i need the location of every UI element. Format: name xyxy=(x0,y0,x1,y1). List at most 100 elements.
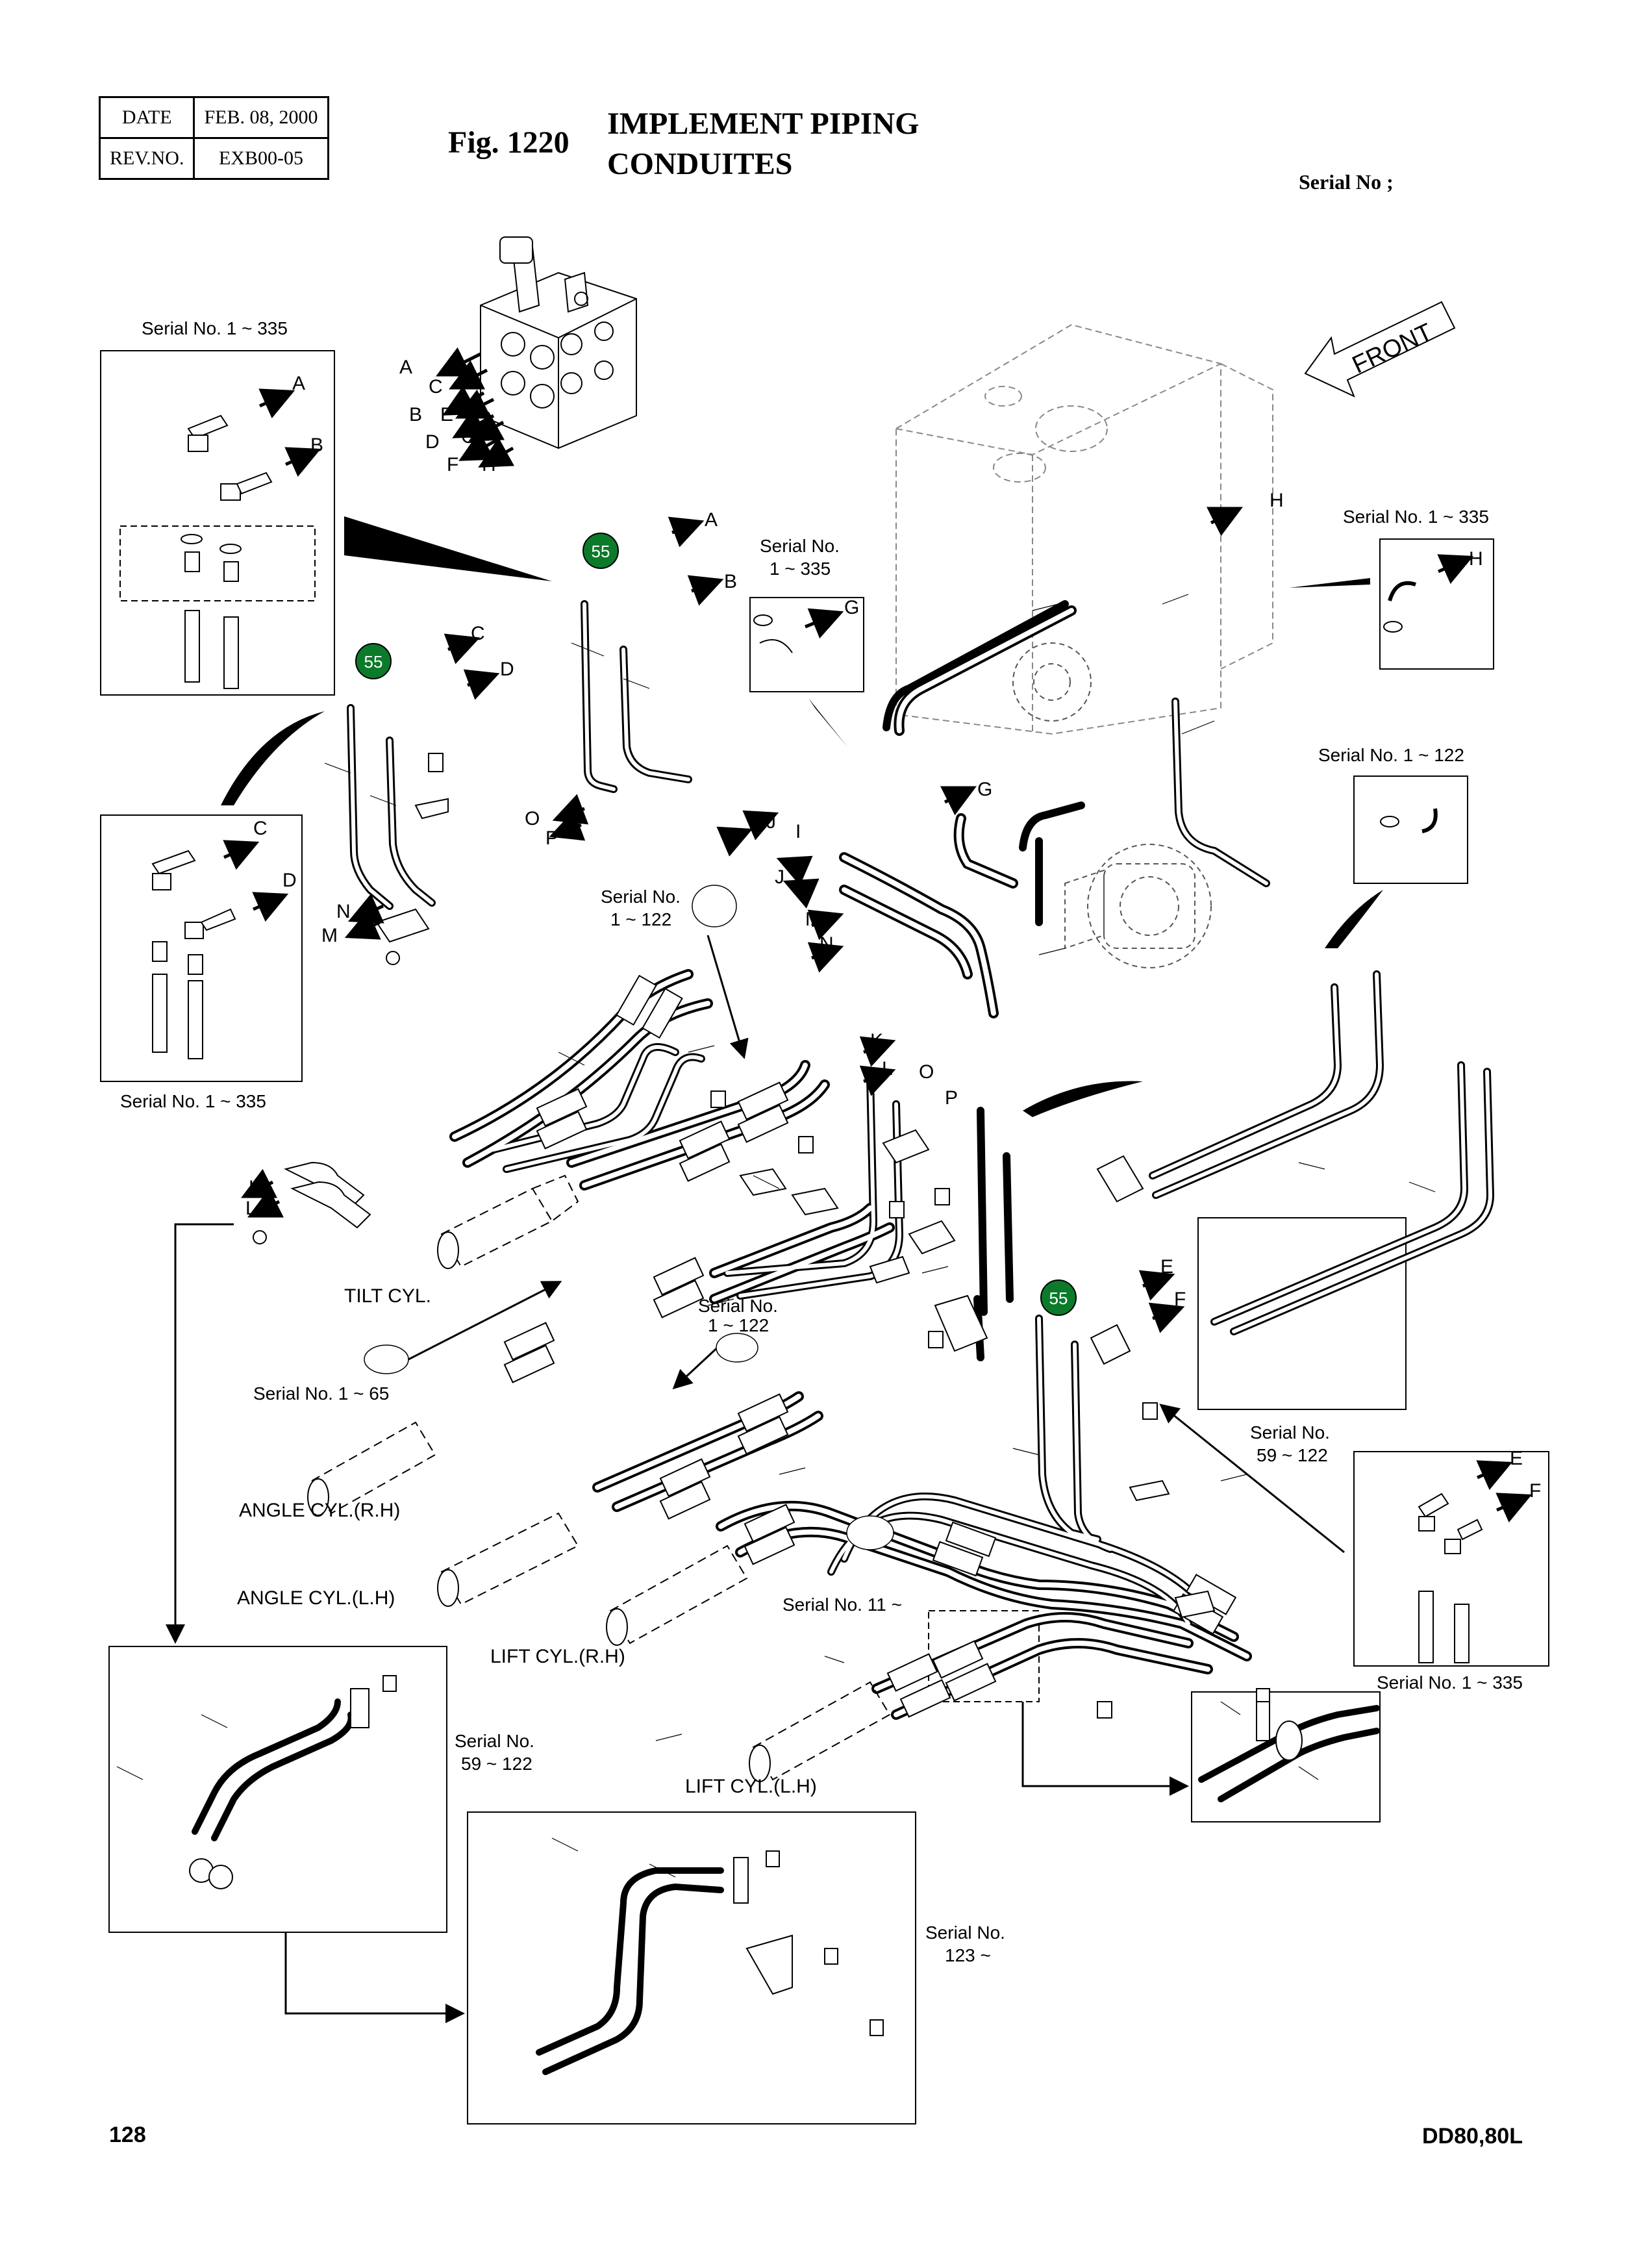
valve-port-b: B xyxy=(409,404,422,425)
serial-heading: Serial No ; xyxy=(1299,170,1394,194)
label-j: J xyxy=(766,811,776,833)
label-o2: O xyxy=(919,1061,934,1083)
serial-bottom-line1: Serial No. xyxy=(925,1923,1005,1943)
label-d: D xyxy=(500,659,514,680)
figure-title: IMPLEMENT PIPING CONDUITES xyxy=(607,104,919,184)
leader-arrows xyxy=(166,935,1345,2023)
label-l2: L xyxy=(245,1198,257,1219)
tilt-cyl-label: TILT CYL. xyxy=(344,1285,431,1307)
label-i2: I xyxy=(795,821,801,842)
serial-angle: Serial No. 1 ~ 65 xyxy=(253,1383,389,1404)
valve-port-d: D xyxy=(425,431,440,453)
label-i: I xyxy=(731,827,736,849)
inset-bottom-parts xyxy=(189,1675,1303,2036)
label-a: A xyxy=(705,509,718,531)
serial-g-line1: Serial No. xyxy=(760,536,840,556)
inset-label-c: C xyxy=(253,818,268,839)
serial-mid-line2: 1 ~ 122 xyxy=(610,909,671,929)
serial-ef-line1: Serial No. xyxy=(1250,1422,1330,1443)
valve-port-c: C xyxy=(429,376,443,397)
inset-label-e: E xyxy=(1510,1448,1523,1469)
valve-port-a: A xyxy=(399,357,412,378)
label-h: H xyxy=(1270,490,1284,511)
valve-port-h: H xyxy=(482,454,496,475)
serial-tilt-line2: 1 ~ 122 xyxy=(708,1315,769,1335)
serial-11: Serial No. 11 ~ xyxy=(782,1595,902,1615)
lift-cyl-lh-label: LIFT CYL.(L.H) xyxy=(685,1776,817,1797)
date-label: DATE xyxy=(98,96,195,139)
hydraulic-pump-illustration xyxy=(1012,642,1212,968)
callout-label: 55 xyxy=(364,652,383,672)
rev-label: REV.NO. xyxy=(98,137,195,180)
valve-port-g: G xyxy=(461,426,476,448)
page-number: 128 xyxy=(109,2123,146,2147)
lift-cyl-rh-label: LIFT CYL.(R.H) xyxy=(490,1646,625,1667)
figure-title-line2: CONDUITES xyxy=(607,147,793,181)
inset-boxes xyxy=(100,350,1549,2124)
front-arrow: FRONT xyxy=(1304,301,1456,397)
pointer-wedges xyxy=(221,516,1383,1117)
label-p: P xyxy=(545,827,558,849)
inset-arrows xyxy=(223,388,1533,1523)
cylinder-labels: TILT CYL. ANGLE CYL.(R.H) ANGLE CYL.(L.H… xyxy=(237,1285,817,1797)
figure-number: Fig. 1220 xyxy=(448,125,569,160)
clamps-and-bolts xyxy=(253,753,1216,1719)
inset-label-b: B xyxy=(310,435,323,456)
inset-label-a: A xyxy=(292,373,305,394)
serial-ef-line2: 59 ~ 122 xyxy=(1257,1445,1328,1465)
port-letter-labels: A B C D G H G I J I J O P N M M N K L O … xyxy=(245,373,1541,1502)
inset-label-h: H xyxy=(1469,548,1483,570)
inset-label-d: D xyxy=(282,870,297,891)
valve-port-arrows xyxy=(436,347,515,468)
label-j2: J xyxy=(775,866,784,888)
callout-55-group: 55 55 55 xyxy=(355,533,1077,1316)
serial-h: Serial No. 1 ~ 335 xyxy=(1343,507,1489,527)
port-fitting-arrows xyxy=(241,507,1243,1333)
label-n2: N xyxy=(820,933,834,955)
serial-mid-line1: Serial No. xyxy=(601,887,681,907)
callout-circle xyxy=(582,533,619,569)
label-g: G xyxy=(844,597,859,618)
label-k: K xyxy=(870,1030,883,1052)
cylinder-outlines xyxy=(307,1231,771,1782)
valve-port-f: F xyxy=(447,454,458,475)
serial-labels: Serial No. 1 ~ 335 Serial No. 1 ~ 335 Se… xyxy=(120,318,1523,1965)
serial-bottom-left-line1: Serial No. xyxy=(455,1731,534,1751)
part-leader-lines xyxy=(116,594,1436,1878)
angle-cyl-lh-label: ANGLE CYL.(L.H) xyxy=(237,1587,395,1609)
label-m: M xyxy=(321,925,338,946)
valve-port-e: E xyxy=(440,404,453,425)
figure-title-line1: IMPLEMENT PIPING xyxy=(607,107,920,141)
label-f: F xyxy=(1174,1289,1186,1310)
control-valve-illustration xyxy=(480,236,637,449)
angle-cyl-rh-label: ANGLE CYL.(R.H) xyxy=(239,1500,400,1521)
label-m2: M xyxy=(805,909,821,930)
serial-g-line2: 1 ~ 335 xyxy=(770,559,831,579)
label-g2: G xyxy=(977,779,992,800)
serial-bottom-left-line2: 59 ~ 122 xyxy=(461,1754,532,1774)
serial-bottom-line2: 123 ~ xyxy=(945,1945,991,1965)
serial-pump: Serial No. 1 ~ 122 xyxy=(1318,745,1464,765)
revision-table: DATE FEB. 08, 2000 REV.NO. EXB00-05 xyxy=(98,96,329,180)
label-p2: P xyxy=(945,1087,958,1109)
serial-inset-a-b: Serial No. 1 ~ 335 xyxy=(142,318,288,338)
hose-spring-guards xyxy=(503,974,1237,1718)
rev-value: EXB00-05 xyxy=(193,137,329,180)
label-n: N xyxy=(336,901,351,922)
serial-inset-e-f: Serial No. 1 ~ 335 xyxy=(1377,1672,1523,1693)
label-o: O xyxy=(525,808,540,829)
inset-label-f: F xyxy=(1529,1480,1541,1502)
serial-tilt-line1: Serial No. xyxy=(698,1296,778,1316)
callout-circle xyxy=(1040,1280,1077,1316)
callout-label: 55 xyxy=(592,542,610,561)
serial-inset-c-d: Serial No. 1 ~ 335 xyxy=(120,1091,266,1111)
callout-circle xyxy=(355,643,392,679)
model-code: DD80,80L xyxy=(1422,2124,1523,2149)
label-e: E xyxy=(1160,1256,1173,1278)
date-value: FEB. 08, 2000 xyxy=(193,96,329,139)
label-k2: K xyxy=(249,1177,262,1198)
callout-label: 55 xyxy=(1049,1289,1068,1308)
reference-ovals xyxy=(364,885,894,1550)
